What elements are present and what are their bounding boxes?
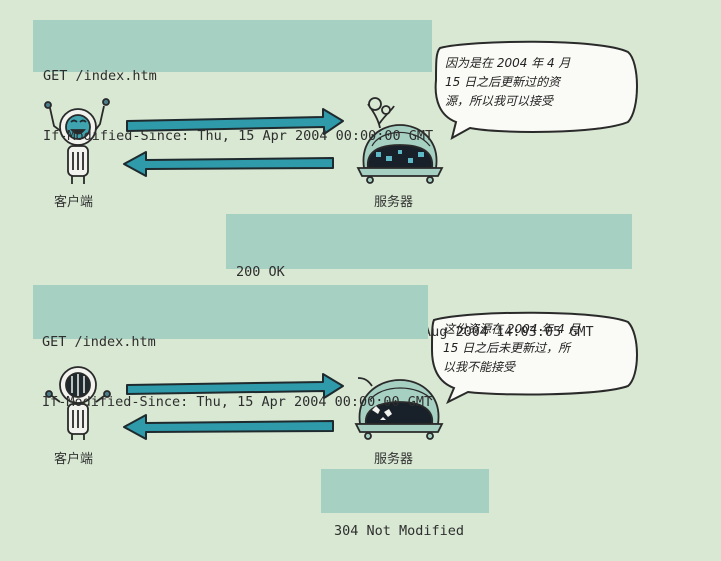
request-line-2: GET /index.htm [42,334,156,350]
status-line-1: 200 OK [236,264,285,280]
speech-bubble-2 [430,311,638,405]
request-box-2: GET /index.htm If-Modified-Since: Thu, 1… [33,285,432,410]
response-arrow-1 [123,151,334,177]
status-line-2: 304 Not Modified [334,523,465,539]
client-robot-icon-1 [44,98,110,184]
if-modified-since-header-2: If-Modified-Since: Thu, 15 Apr 2004 00:0… [42,394,433,410]
client-robot-icon-2 [45,366,111,440]
client-label-1: 客户端 [54,195,94,210]
server-label-2: 服务器 [374,452,414,467]
server-icon-1 [356,97,444,184]
request-arrow-1 [126,108,344,135]
response-box-2: 304 Not Modified [321,469,489,539]
speech-bubble-text-2: 这份资源在 2004 年 4 月 15 日之后未更新过，所 以我不能接受 [443,322,581,374]
request-arrow-2 [126,373,344,399]
if-modified-since-header-1: If-Modified-Since: Thu, 15 Apr 2004 00:0… [43,128,434,144]
speech-bubble-1 [434,40,638,140]
speech-bubble-text-1: 因为是在 2004 年 4 月 15 日之后更新过的资 源，所以我可以接受 [445,56,571,108]
request-box-1: GET /index.htm If-Modified-Since: Thu, 1… [33,20,433,144]
server-icon-2 [354,377,444,440]
response-box-1: 200 OK Last-Modified: Sun, 29 Aug 2004 1… [226,214,632,340]
request-line-1: GET /index.htm [43,68,157,84]
client-label-2: 客户端 [54,452,94,467]
server-label-1: 服务器 [374,195,414,210]
diagram-canvas [44,40,638,440]
response-arrow-2 [123,414,334,440]
